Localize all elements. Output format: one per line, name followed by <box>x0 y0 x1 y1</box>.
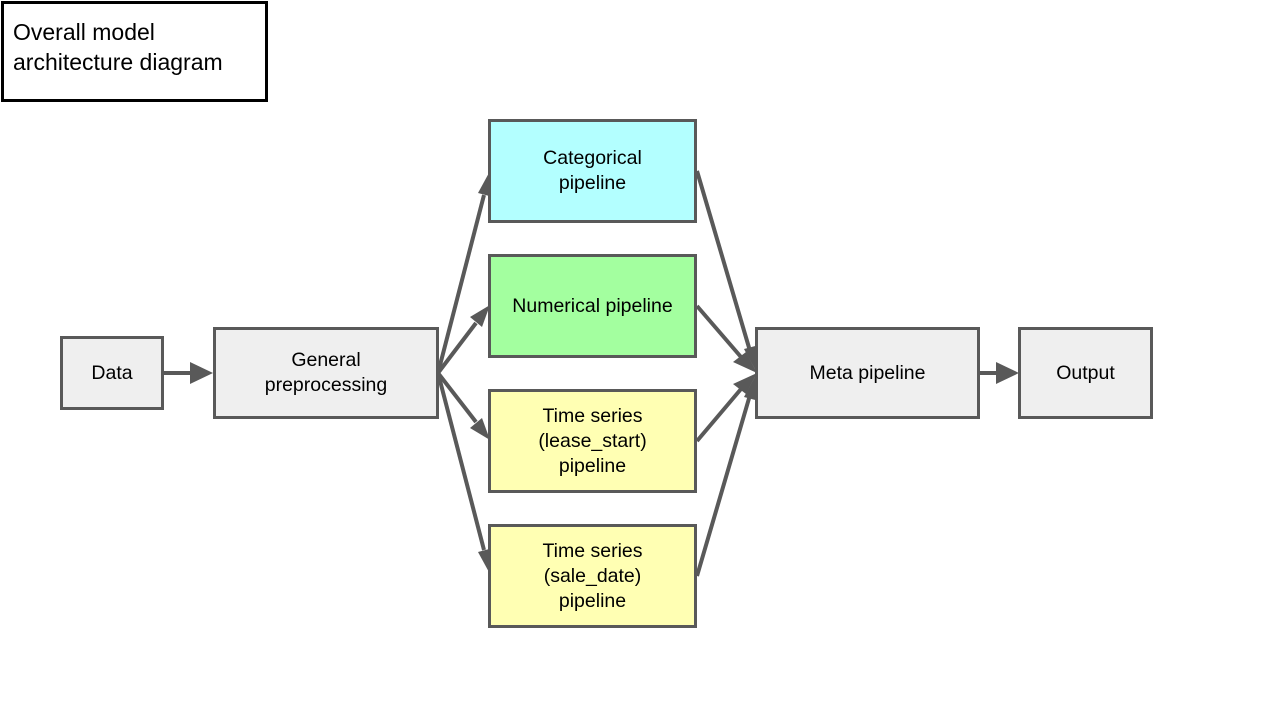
edge-general-to-numerical <box>436 321 478 375</box>
edge-categorical-to-meta <box>695 170 752 352</box>
node-meta-label: Meta pipeline <box>809 361 926 384</box>
node-data-label: Data <box>91 361 133 384</box>
node-categorical-label-line-2: pipeline <box>558 172 627 194</box>
edge-ts-sale-to-meta <box>695 394 752 577</box>
edge-ts-lease-to-meta <box>695 387 743 443</box>
edge-general-to-categorical <box>436 194 486 374</box>
node-data: Data <box>60 336 164 410</box>
node-numerical-label: Numerical pipeline <box>512 294 673 317</box>
diagram-title-line-1: Overall model <box>13 19 155 45</box>
node-ts-sale-label-line-1: Time series <box>542 539 643 562</box>
node-categorical-label-line-1: Categorical <box>543 147 642 169</box>
arrowhead-data-to-general <box>190 362 213 384</box>
node-categorical-pipeline: Categorical pipeline <box>488 119 697 223</box>
arrowhead-numerical-to-meta <box>733 352 757 373</box>
node-general-label-line-2: preprocessing <box>264 374 388 396</box>
node-time-series-lease-start-pipeline: Time series (lease_start) pipeline <box>488 389 697 493</box>
node-ts-sale-label-line-3: pipeline <box>558 589 627 612</box>
arrowhead-ts-lease-to-meta <box>733 373 757 394</box>
arrowhead-meta-to-output <box>996 362 1019 384</box>
edge-numerical-to-meta <box>695 304 743 359</box>
node-ts-sale-label-line-2: (sale_date) <box>543 564 642 587</box>
diagram-title: Overall model architecture diagram <box>1 1 268 102</box>
node-output-label: Output <box>1056 361 1115 384</box>
edge-general-to-ts-lease <box>436 371 478 424</box>
node-time-series-sale-date-pipeline: Time series (sale_date) pipeline <box>488 524 697 628</box>
node-ts-lease-label-line-1: Time series <box>542 404 643 427</box>
node-numerical-pipeline: Numerical pipeline <box>488 254 697 358</box>
node-ts-lease-label-line-2: (lease_start) <box>538 429 647 452</box>
node-meta-pipeline: Meta pipeline <box>755 327 980 419</box>
arrowhead-general-to-numerical <box>470 305 490 327</box>
node-output: Output <box>1018 327 1153 419</box>
arrowhead-general-to-ts-lease <box>470 418 490 440</box>
edge-general-to-ts-sale <box>436 372 486 551</box>
node-general-label-line-1: General <box>291 349 361 371</box>
diagram-title-line-2: architecture diagram <box>13 49 223 75</box>
node-general-preprocessing: General preprocessing <box>213 327 439 419</box>
node-ts-lease-label-line-3: pipeline <box>558 454 627 477</box>
